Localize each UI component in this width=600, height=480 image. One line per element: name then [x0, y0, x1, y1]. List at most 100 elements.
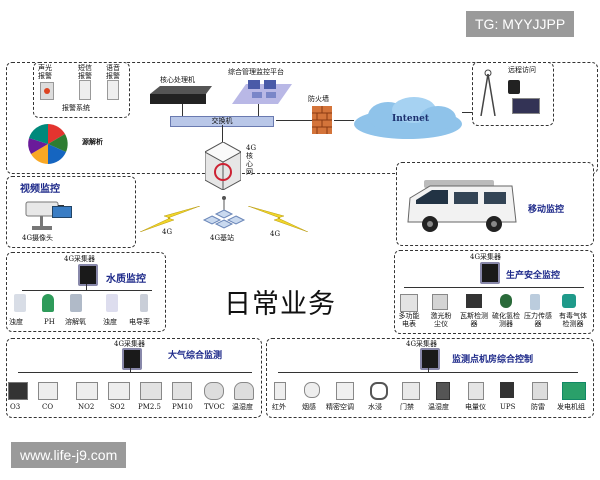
- 4g-core-icon: [205, 142, 241, 190]
- core-server-label: 核心处理机: [160, 76, 195, 84]
- smoke-sensor-icon: [304, 382, 320, 398]
- room-bus-line: [278, 372, 578, 373]
- air-conditioner-icon: [336, 382, 354, 400]
- air-sensor-2: CO: [42, 403, 54, 411]
- room-sensor-5: 门禁: [400, 403, 414, 411]
- air-sensor-1: O3: [10, 403, 21, 411]
- watermark-top-right: TG: MYYJJPP: [466, 11, 575, 37]
- camera-module-icon: [52, 206, 72, 218]
- voice-device-icon: [107, 80, 119, 100]
- machine-room-title: 监测点机房综合控制: [452, 355, 534, 365]
- water-sensor-1: 浊度: [9, 318, 23, 326]
- firewall-label: 防火墙: [308, 95, 329, 103]
- base-station-label: 4G基站: [210, 234, 235, 242]
- platform-switch-line: [258, 104, 259, 116]
- air-bus-line: [18, 372, 252, 373]
- air-sensor-3: NO2: [78, 403, 95, 411]
- server-icon: [150, 86, 212, 104]
- air-drop-line: [130, 368, 131, 372]
- room-sensor-10: 发电机组: [557, 403, 585, 411]
- air-sensor-8: 温湿度: [232, 403, 253, 411]
- air-sensor-5: PM2.5: [138, 403, 162, 411]
- lightning-protection-icon: [532, 382, 548, 400]
- turbidity-sensor-2-icon: [106, 294, 118, 312]
- source-analysis-label: 源解析: [82, 137, 103, 146]
- room-collector-label: 4G采集器: [406, 340, 438, 348]
- room-sensor-2: 烟感: [302, 403, 316, 411]
- water-collector-label: 4G采集器: [64, 255, 96, 263]
- power-meter-icon: [400, 294, 418, 312]
- water-drop-line: [86, 284, 87, 290]
- alarm-item-3: 语音报警: [106, 64, 120, 80]
- lightning-right-icon: [248, 206, 308, 232]
- tvoc-sensor-icon: [204, 382, 224, 400]
- water-sensor-4: 浊度: [103, 318, 117, 326]
- toxic-gas-detector-icon: [562, 294, 576, 308]
- air-monitor-box: [6, 338, 262, 418]
- water-bus-line: [22, 290, 152, 291]
- switch-firewall-line: [276, 120, 312, 121]
- sms-device-icon: [79, 80, 91, 100]
- source-pie-icon: [28, 124, 68, 164]
- switch-core-line: [222, 125, 223, 143]
- air-sensor-4: SO2: [110, 403, 125, 411]
- room-temp-humidity-icon: [436, 382, 450, 400]
- safety-sensor-4: 硫化氢检测器: [492, 312, 520, 328]
- air-collector-icon: [122, 348, 142, 370]
- remote-access-box: [472, 62, 554, 126]
- pm10-sensor-icon: [172, 382, 192, 400]
- laptop-icon: [512, 98, 540, 114]
- power-gauge-icon: [468, 382, 484, 400]
- siren-icon: [40, 82, 54, 100]
- room-sensor-3: 精密空调: [326, 403, 354, 411]
- access-control-icon: [402, 382, 420, 400]
- cloud-icon: [354, 97, 462, 139]
- air-monitor-title: 大气综合监测: [168, 351, 223, 361]
- 4g-link-left: 4G: [162, 228, 173, 236]
- water-leak-sensor-icon: [370, 382, 388, 400]
- room-sensor-6: 温湿度: [428, 403, 449, 411]
- room-drop-line: [428, 368, 429, 372]
- safety-collector-label: 4G采集器: [470, 253, 502, 261]
- safety-collector-icon: [480, 262, 500, 284]
- room-sensor-1: 红外: [272, 403, 286, 411]
- o3-sensor-icon: [8, 382, 28, 400]
- base-station-icon: [202, 196, 246, 229]
- co-sensor-icon: [38, 382, 58, 400]
- water-sensor-3: 溶解氧: [65, 318, 86, 326]
- server-switch-line: [182, 104, 183, 116]
- firewall-cloud-line: [334, 120, 354, 121]
- gas-detector-icon: [466, 294, 482, 308]
- platform-icon: [232, 80, 292, 104]
- switch-label: 交换机: [211, 117, 233, 125]
- alarm-item-2: 短信报警: [78, 64, 92, 80]
- safety-sensor-5: 压力传感器: [524, 312, 552, 328]
- generator-icon: [562, 382, 586, 400]
- conductivity-sensor-icon: [140, 294, 148, 312]
- alarm-system-label: 报警系统: [62, 104, 90, 112]
- monitor-vehicle-icon: [407, 180, 517, 232]
- ph-sensor-icon: [42, 294, 54, 312]
- room-sensor-8: UPS: [500, 403, 516, 411]
- temp-humidity-sensor-icon: [234, 382, 254, 400]
- water-collector-icon: [78, 264, 98, 286]
- remote-access-label: 远程访问: [508, 66, 536, 74]
- no2-sensor-icon: [76, 382, 98, 400]
- water-quality-title: 水质监控: [106, 274, 146, 285]
- antenna-icon: [480, 69, 496, 116]
- internet-label: Intenet: [392, 114, 430, 124]
- dust-meter-icon: [432, 294, 448, 310]
- air-collector-label: 4G采集器: [114, 340, 146, 348]
- mobile-monitor-title: 移动监控: [528, 205, 565, 215]
- firewall-icon: [312, 106, 332, 134]
- platform-label: 综合管理监控平台: [228, 68, 284, 76]
- water-sensor-2: PH: [44, 318, 55, 326]
- infrared-sensor-icon: [274, 382, 286, 400]
- phone-icon: [508, 80, 520, 94]
- safety-sensor-3: 瓦斯检测器: [460, 312, 488, 328]
- room-collector-icon: [420, 348, 440, 370]
- video-monitor-title: 视频监控: [20, 184, 60, 195]
- safety-sensor-2: 激光粉尘仪: [430, 312, 452, 328]
- camera-label: 4G摄像头: [22, 234, 54, 242]
- safety-title: 生产安全监控: [506, 271, 561, 281]
